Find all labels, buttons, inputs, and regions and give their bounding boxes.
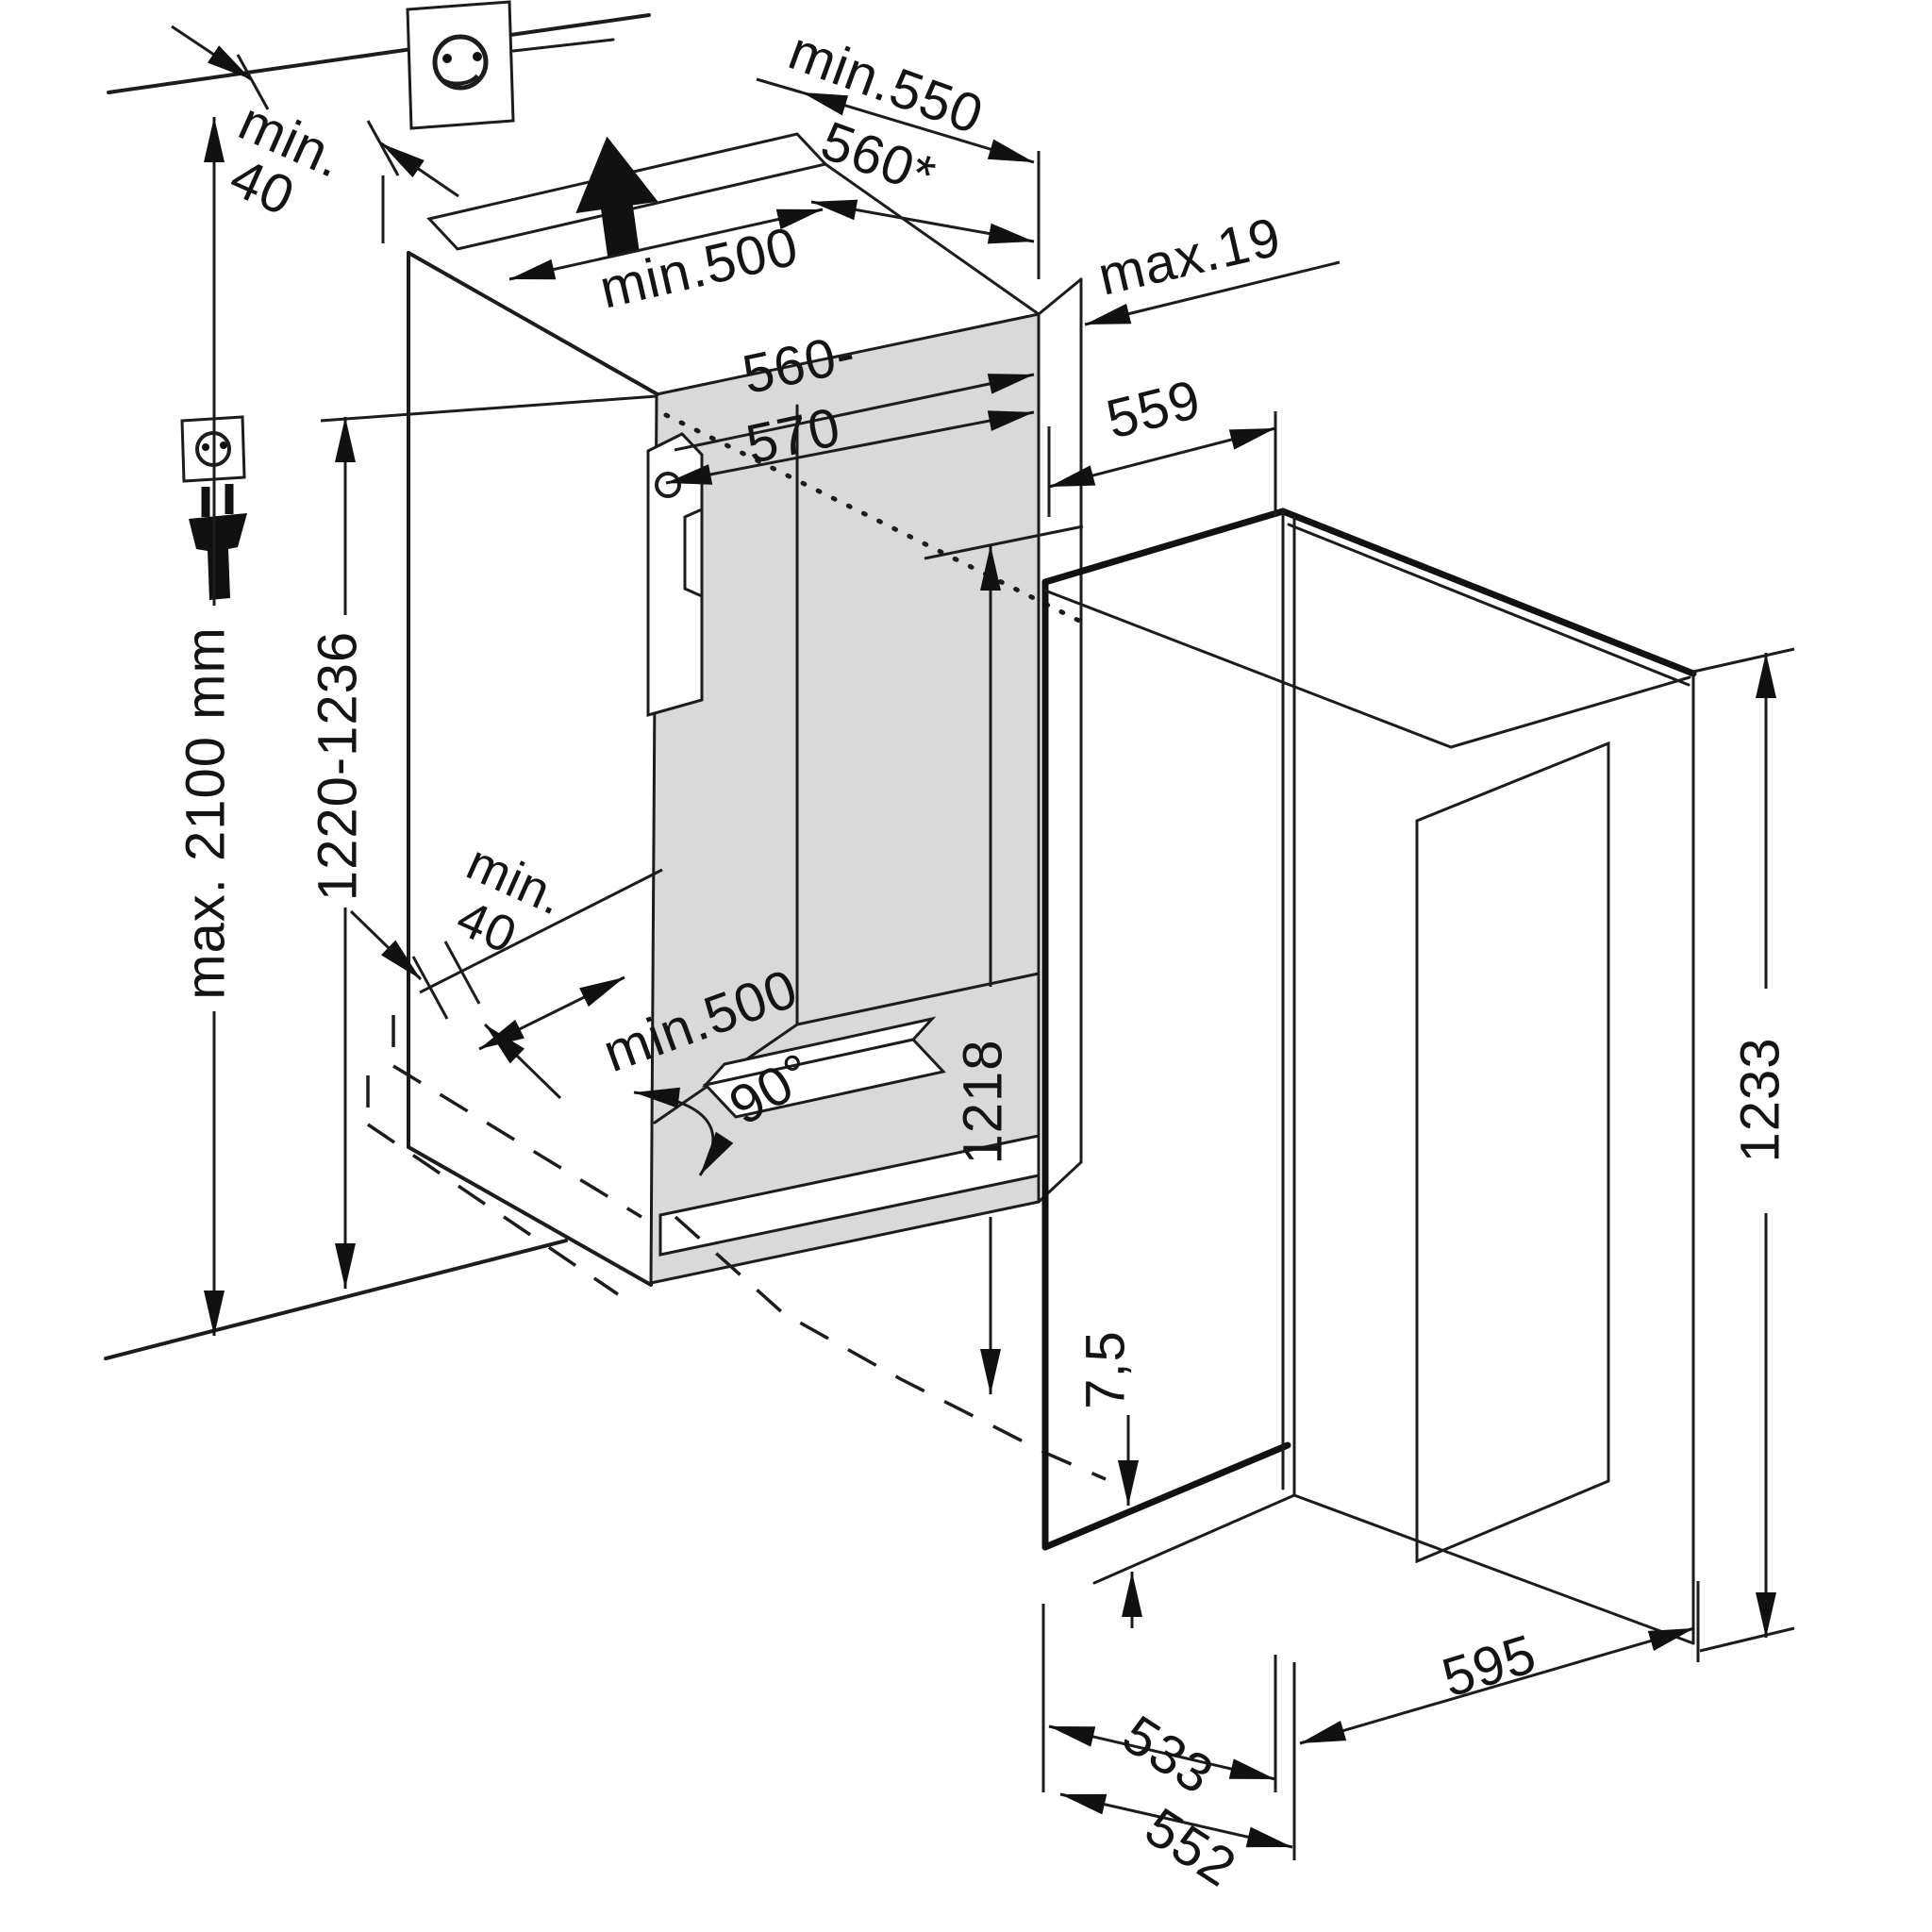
label-552: 552 xyxy=(1135,1796,1247,1899)
top-face-fold xyxy=(824,162,1041,316)
door-swing-dashed-line xyxy=(674,1215,1107,1481)
label-1220-1236: 1220-1236 xyxy=(307,631,368,901)
label-max2100: max. 2100 mm xyxy=(175,626,236,1000)
plinth-vent-slot xyxy=(658,1134,1041,1257)
dim-min550 xyxy=(756,77,1041,279)
label-1233: 1233 xyxy=(1729,1037,1790,1162)
dim-552 xyxy=(1059,1662,1296,1860)
dim-533 xyxy=(1041,1604,1277,1792)
dim-595 xyxy=(1299,1581,1700,1745)
dim-min500-bottom xyxy=(478,975,625,1051)
dim-1233 xyxy=(1692,647,1795,1653)
label-559: 559 xyxy=(1101,368,1208,450)
label-7-5: 7,5 xyxy=(1074,1330,1136,1409)
mains-junction-box xyxy=(646,432,704,717)
power-socket-icon xyxy=(406,0,515,130)
wall-line xyxy=(107,13,651,94)
dim-min40-top xyxy=(171,25,459,243)
label-1218: 1218 xyxy=(952,1039,1013,1164)
label-min550: min.550 xyxy=(781,20,991,146)
power-plug-icon xyxy=(189,484,247,600)
floor-line xyxy=(104,1239,568,1360)
dim-7-5 xyxy=(1118,1415,1142,1628)
label-max19: max.19 xyxy=(1092,206,1287,307)
airflow-up-arrow xyxy=(575,136,658,257)
dim-559 xyxy=(1047,411,1277,517)
door-swing-arc xyxy=(633,1087,734,1176)
appliance-door-panel xyxy=(1415,741,1610,1564)
appliance-outline xyxy=(1041,508,1697,1645)
dim-1220-1236 xyxy=(320,394,658,1289)
label-595: 595 xyxy=(1436,1623,1543,1708)
label-533: 533 xyxy=(1112,1704,1224,1807)
dim-min500-top xyxy=(508,208,824,281)
dim-560star xyxy=(810,199,1035,244)
hidden-plinth-edges xyxy=(366,1015,642,1296)
dim-1218 xyxy=(924,525,1084,1394)
dim-560-570 xyxy=(665,373,1035,485)
dim-max19 xyxy=(1079,260,1341,364)
